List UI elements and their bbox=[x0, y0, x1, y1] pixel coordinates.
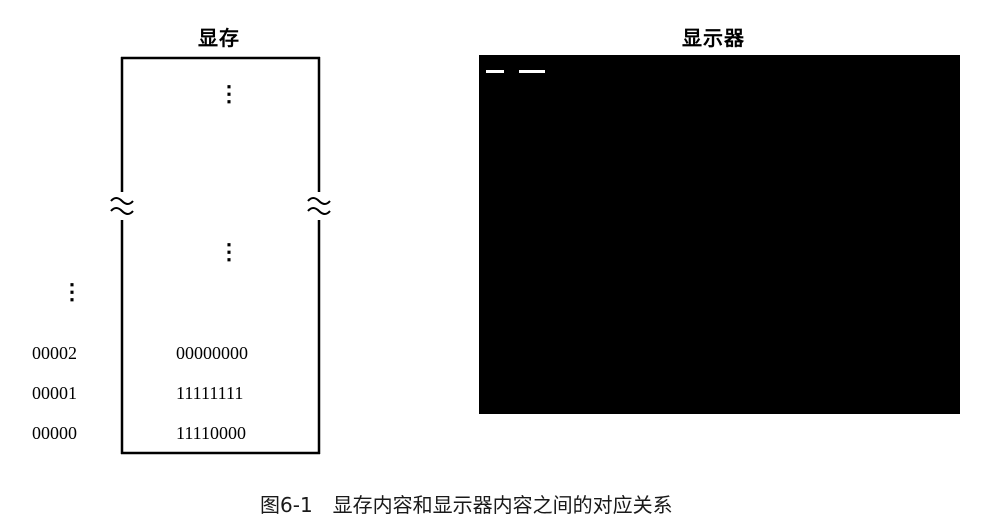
display-screen bbox=[479, 55, 960, 414]
right-break-mark-bottom bbox=[307, 207, 331, 215]
address-label: 00000 bbox=[32, 423, 77, 443]
memory-value: 00000000 bbox=[176, 343, 248, 363]
left-break-mark-top bbox=[110, 197, 134, 205]
lit-pixels-segment-2 bbox=[519, 70, 545, 73]
right-break-mark-top bbox=[307, 197, 331, 205]
memory-value: 11111111 bbox=[176, 383, 244, 403]
memory-ellipsis-middle: ⋮ bbox=[218, 239, 240, 265]
address-ellipsis: ⋮ bbox=[61, 279, 83, 305]
figure-caption: 图6-1 显存内容和显示器内容之间的对应关系 bbox=[260, 493, 673, 517]
memory-value: 11110000 bbox=[176, 423, 246, 443]
memory-title: 显存 bbox=[198, 26, 240, 50]
display-title: 显示器 bbox=[682, 26, 745, 50]
memory-ellipsis-top: ⋮ bbox=[218, 81, 240, 107]
address-label: 00002 bbox=[32, 343, 77, 363]
left-break-mark-bottom bbox=[110, 207, 134, 215]
address-label: 00001 bbox=[32, 383, 77, 403]
lit-pixels-segment-1 bbox=[486, 70, 504, 73]
